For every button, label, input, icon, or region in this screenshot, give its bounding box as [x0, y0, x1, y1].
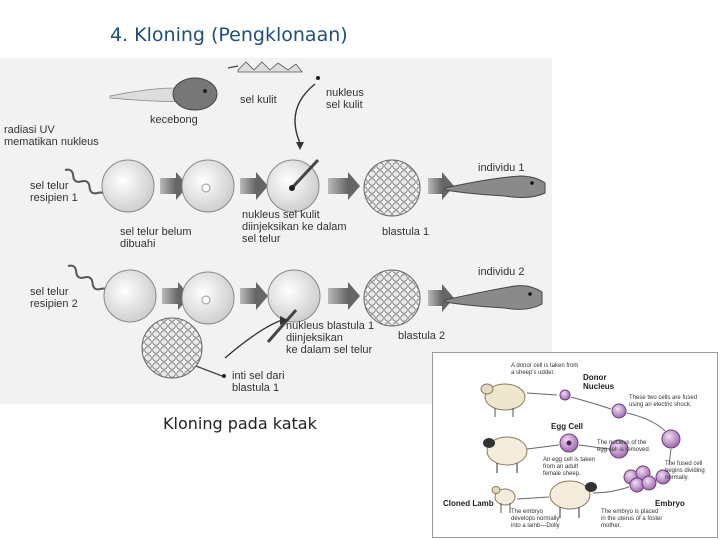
label-blastula-2: blastula 2: [398, 330, 446, 342]
label-inti-sel-dari-blastula: inti sel dari blastula 1: [232, 370, 285, 394]
row-1: [64, 158, 546, 217]
note-fused: These two cells are fused using an elect…: [629, 395, 698, 408]
label-radiasi-uv: radiasi UV mematikan nukleus: [4, 124, 99, 148]
foster-mother-sheep: [549, 480, 597, 518]
embryo-cells: [623, 465, 671, 493]
note-donor-cell: A donor cell is taken from a sheep's udd…: [511, 363, 579, 376]
enucleated-egg: [609, 439, 629, 459]
label-sel-kulit: sel kulit: [240, 94, 277, 106]
blastula-donor: [141, 316, 288, 379]
label-individu-2: individu 2: [478, 266, 525, 278]
label-kecebong: kecebong: [150, 114, 198, 126]
label-nukleus-diinjeksikan: nukleus sel kulit diinjeksikan ke dalam …: [242, 209, 347, 245]
label-donor-nucleus: Donor Nucleus: [583, 373, 615, 391]
label-sel-telur-resipien-2: sel telur resipien 2: [30, 286, 78, 310]
note-nucleus-removed: The nucleus of the egg cell is removed.: [597, 440, 651, 453]
label-individu-1: individu 1: [478, 162, 525, 174]
flow-arrows: [516, 392, 672, 500]
label-sel-telur-resipien-1: sel telur resipien 1: [30, 180, 78, 204]
note-embryo-placed: The embryo is placed in the uterus of a …: [601, 509, 663, 529]
tadpole-top: [109, 77, 218, 111]
label-nukleus-sel-kulit: nukleus sel kulit: [326, 87, 364, 111]
label-embryo: Embryo: [655, 499, 685, 508]
sheep-illustration: [480, 383, 681, 518]
label-blastula-1: blastula 1: [382, 226, 430, 238]
slide-title: 4. Kloning (Pengklonaan): [110, 24, 348, 46]
label-sel-telur-belum-dibuahi: sel telur belum dibuahi: [120, 226, 192, 250]
figure-caption: Kloning pada katak: [163, 414, 317, 433]
row-2: [67, 264, 543, 343]
frog-cloning-diagram: sel kulit nukleus sel kulit kecebong rad…: [0, 58, 552, 404]
egg-donor-sheep: [483, 436, 528, 473]
label-nukleus-blastula: nukleus blastula 1 diinjeksikan ke dalam…: [286, 320, 375, 356]
note-embryo-develops: The embryo develops normally into a lamb…: [511, 509, 560, 529]
donor-cell: [559, 389, 571, 401]
skin-cells: [227, 61, 320, 80]
donor-nucleus-cell: [611, 403, 627, 419]
note-egg-taken: An egg cell is taken from an adult femal…: [543, 457, 596, 477]
sheep-cloning-diagram: A donor cell is taken from a sheep's udd…: [432, 352, 718, 538]
cloned-lamb: [491, 486, 516, 513]
label-cloned-lamb: Cloned Lamb: [443, 499, 494, 508]
fused-cell: [661, 429, 681, 449]
frog-illustration: [64, 61, 546, 379]
label-egg-cell: Egg Cell: [551, 422, 584, 431]
donor-sheep: [480, 383, 526, 417]
note-fused-dividing: The fused cell begins dividing normally.: [665, 461, 705, 481]
